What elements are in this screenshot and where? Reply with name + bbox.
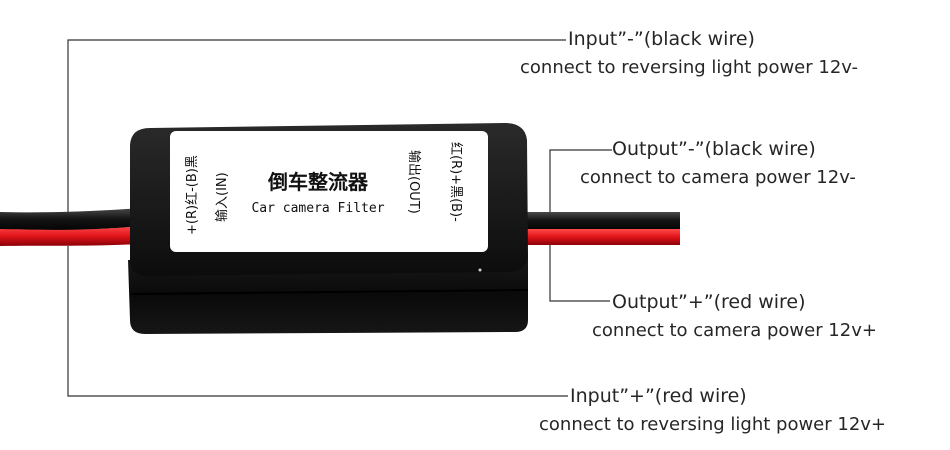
left-black-wire [0,208,140,230]
callout-output-positive-desc: connect to camera power 12v+ [592,320,877,341]
callout-input-positive: Input”+”(red wire) connect to reversing … [539,384,886,437]
left-wires [0,208,140,246]
sticker-left-text: +(R)红-(B)黑 [184,155,200,235]
callout-input-positive-title: Input”+”(red wire) [570,385,747,407]
callout-output-positive: Output”+”(red wire) connect to camera po… [592,290,877,343]
leader-lines [67,39,612,397]
callout-input-negative: Input”-”(black wire) connect to reversin… [520,27,858,80]
callout-input-positive-desc: connect to reversing light power 12v+ [539,414,887,435]
box-indicator-dot [478,268,482,272]
device-sticker [170,131,488,252]
left-red-wire [0,226,140,246]
callout-output-negative-desc: connect to camera power 12v- [580,167,856,188]
callout-output-negative: Output”-”(black wire) connect to camera … [580,137,856,190]
filter-box [128,123,529,334]
sticker-english-title: Car camera Filter [251,201,384,216]
leader-output-negative [549,149,612,212]
right-black-wire [515,212,680,229]
sticker-right-text: 红(R)+黑(B)- [448,142,464,222]
leader-input-negative [67,39,566,212]
callout-input-negative-desc: connect to reversing light power 12v- [520,57,858,78]
sticker-right-io: 输出(OUT) [406,150,422,214]
callout-output-positive-title: Output”+”(red wire) [612,291,806,313]
right-red-wire [515,229,680,245]
box-seam [131,289,529,295]
callout-output-negative-title: Output”-”(black wire) [612,138,816,160]
callout-input-negative-title: Input”-”(black wire) [568,28,755,50]
right-wires [515,212,680,245]
sticker-left-io: 输入(IN) [214,172,230,222]
sticker-text: 倒车整流器 Car camera Filter +(R)红-(B)黑 输入(IN… [184,142,464,235]
sticker-chinese-title: 倒车整流器 [267,170,369,194]
leader-input-positive [67,246,568,397]
leader-output-positive [549,245,610,302]
